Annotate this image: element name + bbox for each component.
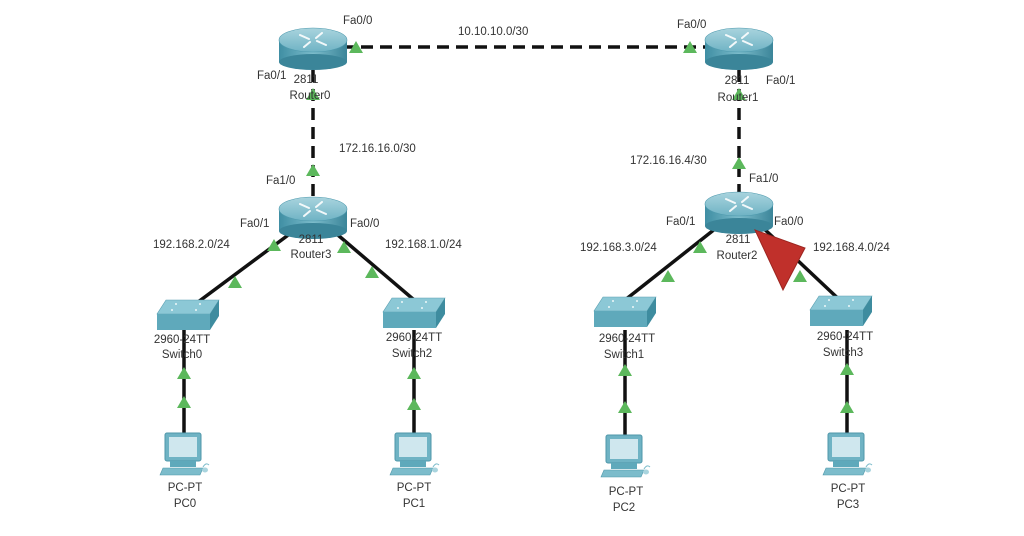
pc3-name: PC3 — [836, 499, 860, 511]
router1-icon[interactable] — [704, 27, 774, 70]
network-label-r2-sw3: 192.168.4.0/24 — [813, 242, 890, 254]
port-status-r1-fa00 — [683, 41, 697, 53]
port-status-sw2-up — [365, 266, 379, 278]
router3-model: 2811 — [298, 234, 324, 246]
network-label-r3-sw2: 192.168.1.0/24 — [385, 239, 462, 251]
pc2-icon[interactable] — [600, 434, 651, 478]
port-status-sw3-down — [840, 363, 854, 375]
network-label-r3-sw0: 192.168.2.0/24 — [153, 239, 230, 251]
router2-icon[interactable] — [704, 191, 774, 234]
port-status-sw0-up — [228, 276, 242, 288]
link-router3-switch2[interactable] — [330, 228, 422, 307]
red-pointer-cursor-icon — [754, 229, 806, 292]
router1-model: 2811 — [724, 75, 750, 87]
router0-port-fa01: Fa0/1 — [257, 70, 287, 82]
router0-port-fa00: Fa0/0 — [343, 15, 373, 27]
switch2-model: 2960-24TT — [385, 332, 443, 344]
router3-port-fa00: Fa0/0 — [350, 218, 380, 230]
pc2-model: PC-PT — [608, 486, 644, 498]
port-status-r0-fa01 — [306, 88, 320, 100]
pc0-name: PC0 — [173, 498, 197, 510]
port-status-pc1 — [407, 398, 421, 410]
switch3-name: Switch3 — [822, 347, 864, 359]
router1-name: Router1 — [717, 92, 759, 104]
port-status-sw1-down — [618, 364, 632, 376]
link-router3-switch0[interactable] — [188, 228, 297, 310]
router3-name: Router3 — [290, 249, 332, 261]
router2-port-fa10: Fa1/0 — [749, 173, 779, 185]
link-router2-switch1[interactable] — [623, 223, 722, 302]
router0-name: Router0 — [289, 90, 331, 102]
router3-port-fa01: Fa0/1 — [240, 218, 270, 230]
port-status-pc0 — [177, 396, 191, 408]
port-status-sw3-up — [793, 270, 807, 282]
network-label-r0-r3: 172.16.16.0/30 — [339, 143, 416, 155]
pc1-model: PC-PT — [396, 482, 432, 494]
network-label-r1-r2: 172.16.16.4/30 — [630, 155, 707, 167]
port-status-pc2 — [618, 401, 632, 413]
switch1-name: Switch1 — [603, 349, 645, 361]
switch3-icon[interactable] — [809, 295, 873, 327]
pc3-icon[interactable] — [822, 432, 873, 476]
pc0-model: PC-PT — [167, 482, 203, 494]
pc3-model: PC-PT — [830, 483, 866, 495]
port-status-r3-fa00 — [337, 241, 351, 253]
router2-port-fa01: Fa0/1 — [666, 216, 696, 228]
port-status-r3-fa01 — [267, 239, 281, 251]
switch0-icon[interactable] — [156, 299, 220, 331]
switch2-name: Switch2 — [391, 348, 433, 360]
pc0-icon[interactable] — [159, 432, 210, 476]
network-label-r0-r1: 10.10.10.0/30 — [458, 26, 529, 38]
pc1-name: PC1 — [402, 498, 426, 510]
switch1-icon[interactable] — [593, 296, 657, 328]
router0-model: 2811 — [293, 74, 319, 86]
port-status-r0-fa00 — [349, 41, 363, 53]
port-status-r2-fa10 — [732, 157, 746, 169]
router2-name: Router2 — [716, 250, 758, 262]
port-status-r3-fa10 — [306, 164, 320, 176]
switch1-model: 2960-24TT — [598, 333, 656, 345]
port-status-r2-fa01 — [693, 241, 707, 253]
switch0-name: Switch0 — [161, 349, 203, 361]
pc2-name: PC2 — [612, 502, 636, 514]
router3-icon[interactable] — [278, 196, 348, 239]
router1-port-fa01: Fa0/1 — [766, 75, 796, 87]
router2-port-fa00: Fa0/0 — [774, 216, 804, 228]
router1-port-fa00: Fa0/0 — [677, 19, 707, 31]
router0-icon[interactable] — [278, 27, 348, 70]
port-status-sw0-down — [177, 367, 191, 379]
switch3-model: 2960-24TT — [816, 331, 874, 343]
switch2-icon[interactable] — [382, 297, 446, 329]
port-status-sw2-down — [407, 367, 421, 379]
switch0-model: 2960-24TT — [153, 334, 211, 346]
port-status-sw1-up — [661, 270, 675, 282]
router3-port-fa10: Fa1/0 — [266, 175, 296, 187]
network-label-r2-sw1: 192.168.3.0/24 — [580, 242, 657, 254]
port-status-r1-fa01 — [732, 88, 746, 100]
pc1-icon[interactable] — [389, 432, 440, 476]
port-status-pc3 — [840, 401, 854, 413]
router2-model: 2811 — [725, 234, 751, 246]
